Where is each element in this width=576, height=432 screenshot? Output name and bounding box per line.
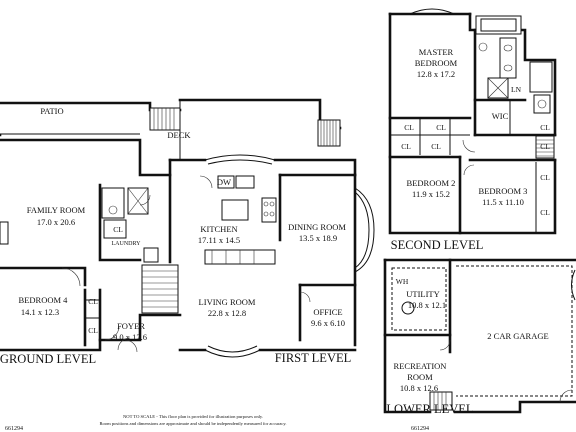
foyer-size: 9.0 x 12.6 xyxy=(113,332,147,342)
ground-level-title: GROUND LEVEL xyxy=(0,352,96,366)
patio-label: PATIO xyxy=(40,106,63,116)
living-room-label: LIVING ROOM xyxy=(199,297,256,307)
second-level-plan: MASTER BEDROOM 12.8 x 17.2 WIC LN BEDROO… xyxy=(388,8,557,252)
dining-room-size: 13.5 x 18.9 xyxy=(299,233,337,243)
recreation-label-1: RECREATION xyxy=(394,361,447,371)
lower-level-title: LOWER LEVEL xyxy=(386,402,473,416)
bedroom2-label: BEDROOM 2 xyxy=(407,178,456,188)
closet-label: CL xyxy=(540,208,550,217)
second-level-title: SECOND LEVEL xyxy=(391,238,484,252)
first-level-plan: DW DECK KITCHEN 17.11 x 14.5 DINING ROOM… xyxy=(113,98,375,365)
lower-level-plan: WH UTILITY 10.8 x 12.1 2 CAR GARAGE RECR… xyxy=(383,258,576,416)
wh-label: WH xyxy=(396,277,409,286)
office-label: OFFICE xyxy=(313,307,342,317)
listing-id-left: 661294 xyxy=(5,426,23,432)
deck-label: DECK xyxy=(167,130,191,140)
office-size: 9.6 x 6.10 xyxy=(311,318,345,328)
foyer-label: FOYER xyxy=(117,321,145,331)
disclaimer-line-1: NOT TO SCALE - This floor plan is provid… xyxy=(123,414,263,419)
ground-stairs xyxy=(141,264,179,314)
living-room-size: 22.8 x 12.8 xyxy=(208,308,246,318)
closet-label: CL xyxy=(113,225,123,234)
bedroom4-label: BEDROOM 4 xyxy=(19,295,69,305)
dining-room-label: DINING ROOM xyxy=(288,222,346,232)
closet-label: CL xyxy=(436,123,446,132)
wic-label: WIC xyxy=(492,111,509,121)
garage-label: 2 CAR GARAGE xyxy=(487,331,548,341)
closet-label: CL xyxy=(88,297,98,306)
master-bedroom-size: 12.8 x 17.2 xyxy=(417,69,455,79)
laundry-label: LAUNDRY xyxy=(111,241,141,247)
deck-stairs xyxy=(317,119,341,147)
bedroom3-label: BEDROOM 3 xyxy=(479,186,528,196)
bedroom3-size: 11.5 x 11.10 xyxy=(482,197,524,207)
master-bedroom-label-1: MASTER xyxy=(419,47,454,57)
disclaimer-line-2: Room positions and dimensions are approx… xyxy=(99,421,286,426)
bedroom4-size: 14.1 x 12.3 xyxy=(21,307,59,317)
closet-label: CL xyxy=(431,142,441,151)
closet-label: CL xyxy=(540,142,550,151)
bedroom2-size: 11.9 x 15.2 xyxy=(412,189,450,199)
closet-label: CL xyxy=(401,142,411,151)
closet-label: CL xyxy=(88,326,98,335)
family-room-label: FAMILY ROOM xyxy=(27,205,86,215)
recreation-label-2: ROOM xyxy=(407,372,433,382)
listing-id-right: 661294 xyxy=(411,426,429,432)
closet-label: CL xyxy=(540,123,550,132)
linen-label: LN xyxy=(511,85,522,94)
utility-size: 10.8 x 12.1 xyxy=(408,300,446,310)
closet-label: CL xyxy=(540,173,550,182)
utility-label: UTILITY xyxy=(406,289,440,299)
kitchen-label: KITCHEN xyxy=(200,224,237,234)
first-level-title: FIRST LEVEL xyxy=(275,351,352,365)
dw-label: DW xyxy=(217,177,231,187)
master-bedroom-label-2: BEDROOM xyxy=(415,58,458,68)
recreation-size: 10.8 x 12.6 xyxy=(400,383,438,393)
lower-level-stairs xyxy=(429,391,453,411)
second-level-stairs xyxy=(535,135,555,159)
family-room-size: 17.0 x 20.6 xyxy=(37,217,75,227)
ground-level-plan: PATIO FAMILY ROOM 17.0 x 20.6 BEDROOM 4 … xyxy=(0,101,182,366)
kitchen-size: 17.11 x 14.5 xyxy=(198,235,240,245)
patio-stairs xyxy=(149,107,181,131)
closet-label: CL xyxy=(404,123,414,132)
